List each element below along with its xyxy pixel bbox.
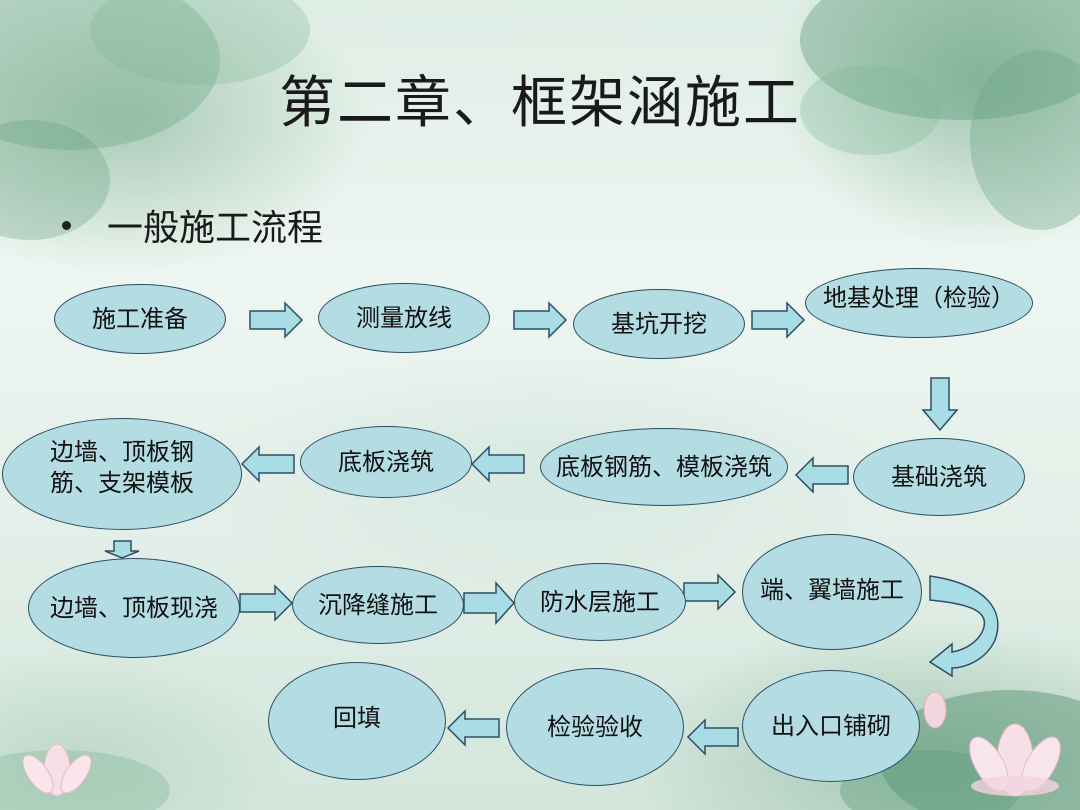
flow-node-foundation-treatment: 地基处理（检验） <box>805 268 1033 338</box>
arrow-left-icon <box>686 718 739 756</box>
arrow-left-icon <box>470 445 525 483</box>
flow-node-foundation-pour: 基础浇筑 <box>853 438 1025 516</box>
flow-node-wall-roof-cast: 边墙、顶板现浇 <box>28 558 240 658</box>
slide-title: 第二章、框架涵施工 <box>279 71 801 136</box>
arrow-left-icon <box>794 456 849 494</box>
flow-node-preparation: 施工准备 <box>54 284 226 354</box>
lotus-bud-icon <box>923 691 947 729</box>
arrow-left-icon <box>240 445 295 483</box>
flow-node-waterproof-layer: 防水层施工 <box>514 563 686 641</box>
lotus-flower-left-icon <box>22 743 92 797</box>
flow-node-backfill: 回填 <box>268 662 446 780</box>
flow-node-bottom-slab-rebar-formwork: 底板钢筋、模板浇筑 <box>540 428 788 506</box>
flow-node-settlement-joint: 沉降缝施工 <box>292 566 464 644</box>
arrow-down-icon <box>104 540 140 559</box>
arrow-right-icon <box>751 301 806 339</box>
curved-arrow-icon <box>928 575 999 678</box>
flow-node-survey-layout: 测量放线 <box>318 283 490 353</box>
arrow-left-icon <box>446 709 500 747</box>
arrow-right-icon <box>513 301 568 339</box>
lotus-flower-right-icon <box>969 723 1061 797</box>
arrow-right-icon <box>249 301 304 339</box>
arrow-right-icon <box>463 581 516 625</box>
bullet-text: 一般施工流程 <box>107 208 324 249</box>
flow-node-bottom-slab-pour: 底板浇筑 <box>300 426 472 498</box>
flow-node-wall-roof-rebar-support: 边墙、顶板钢筋、支架模板 <box>2 418 242 530</box>
flow-node-pit-excavation: 基坑开挖 <box>573 289 745 359</box>
arrow-right-icon <box>683 573 737 611</box>
flow-node-inspection-acceptance: 检验验收 <box>506 668 684 786</box>
arrow-down-icon <box>921 377 959 432</box>
bullet-dot-icon <box>62 220 71 230</box>
bullet-item: 一般施工流程 <box>62 200 323 250</box>
flow-node-entrance-paving: 出入口铺砌 <box>742 670 920 782</box>
arrow-right-icon <box>239 584 294 622</box>
flow-node-end-wing-wall: 端、翼墙施工 <box>742 534 922 650</box>
